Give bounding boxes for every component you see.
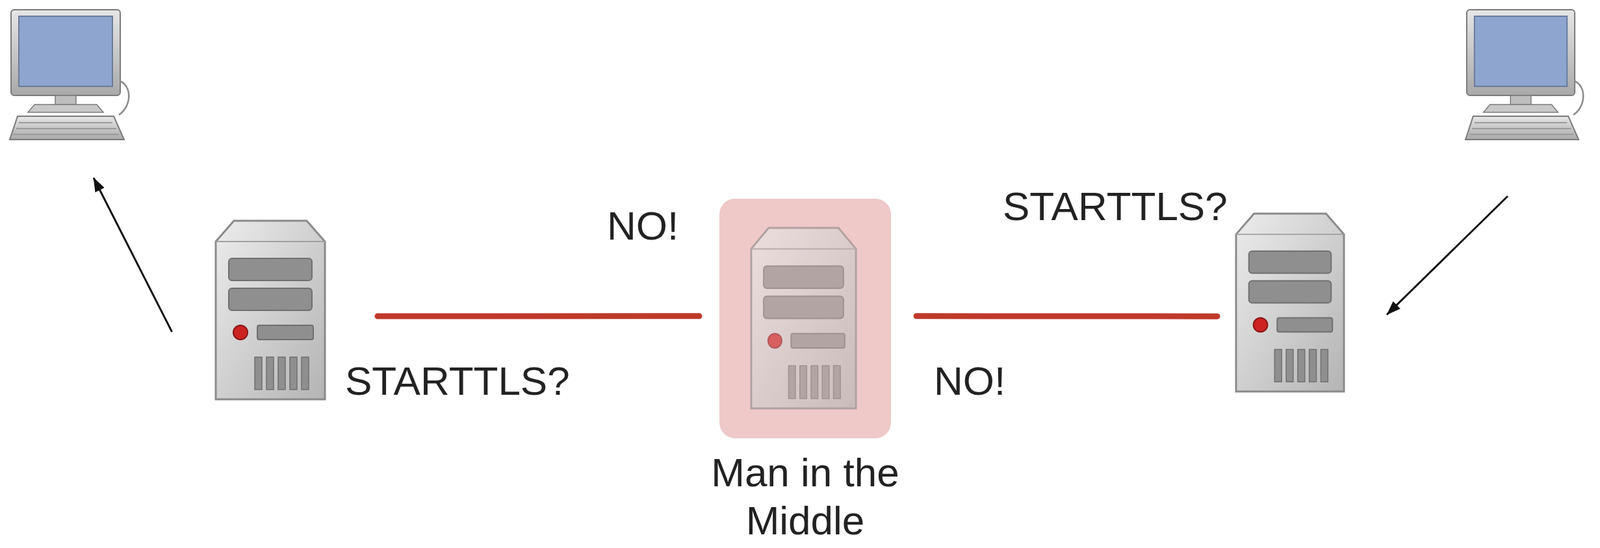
vent-slot (800, 365, 808, 400)
vent-slot (1297, 349, 1305, 383)
vent-slot (278, 357, 286, 390)
handshake-message: NO! (606, 206, 679, 247)
intercepted-link (916, 313, 1218, 320)
handshake-message: STARTTLS? (345, 361, 570, 402)
server-bevel (215, 241, 325, 243)
desktop-computer-icon (8, 8, 131, 142)
mouse-cable (1573, 81, 1584, 116)
server-body (215, 220, 325, 400)
intercepted-link (377, 313, 700, 320)
node-caption: Man in the Middle (694, 449, 916, 546)
vent-slot (301, 357, 309, 390)
server-body (751, 228, 856, 409)
vent-slot (1274, 349, 1282, 383)
server-bevel (751, 248, 856, 250)
vent-slot (1286, 349, 1294, 383)
server-icon (749, 226, 858, 411)
drive-bay (228, 288, 312, 311)
drive-slot (257, 325, 314, 340)
drive-bay (1249, 281, 1332, 304)
vent-slot (289, 357, 297, 390)
handshake-message: STARTTLS? (1002, 186, 1228, 227)
vent-slot (1320, 349, 1328, 383)
vent-slot (811, 365, 819, 400)
drive-slot (790, 334, 845, 349)
vent-slot (833, 365, 841, 400)
mail-server (1234, 212, 1346, 394)
attacker-server: Man in the Middle (719, 198, 891, 439)
server-body (1236, 213, 1344, 392)
monitor-base (1483, 104, 1559, 113)
monitor-bezel (1466, 9, 1575, 96)
desktop-computer-icon (1464, 8, 1586, 142)
keyboard (1465, 116, 1579, 140)
vent-slot (254, 357, 262, 390)
vent-slot (1309, 349, 1317, 383)
power-led (1253, 317, 1268, 333)
vent-slot (266, 357, 274, 390)
mail-server (214, 219, 327, 401)
delivery-arrow (94, 178, 172, 332)
handshake-message: NO! (933, 361, 1006, 402)
drive-bay (228, 258, 312, 281)
mouse-cable (118, 81, 129, 116)
server-icon (1234, 212, 1346, 394)
monitor-base (27, 104, 104, 113)
monitor-neck (1510, 95, 1532, 105)
monitor-screen (1474, 16, 1567, 87)
drive-bay (763, 266, 844, 289)
keyboard-keys (13, 122, 119, 135)
keyboard (9, 116, 125, 140)
drive-bay (763, 296, 844, 319)
desktop-computer (8, 8, 131, 142)
monitor-neck (55, 95, 77, 105)
monitor-screen (18, 16, 113, 87)
server-icon (214, 219, 327, 401)
delivery-arrow (1387, 196, 1508, 315)
power-led (233, 325, 248, 340)
monitor-bezel (11, 9, 121, 96)
drive-slot (1277, 317, 1333, 333)
power-led (768, 334, 782, 349)
server-bevel (1236, 233, 1344, 236)
desktop-computer (1464, 8, 1586, 142)
attacker-server-holder (749, 226, 858, 411)
drive-bay (1249, 251, 1332, 274)
vent-slot (822, 365, 830, 400)
vent-slot (788, 365, 796, 400)
keyboard-keys (1469, 122, 1574, 135)
